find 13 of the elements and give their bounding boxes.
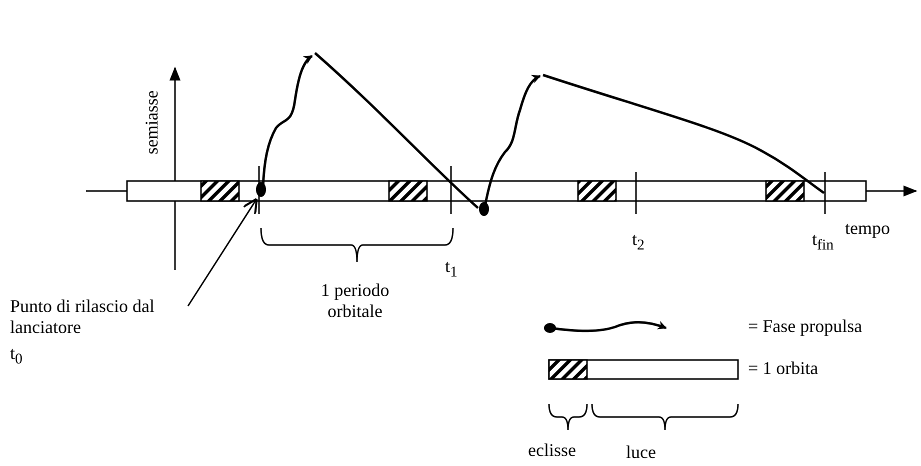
time-label: t$_{1}$ xyxy=(445,256,458,282)
callout-text: Punto di rilascio dal lanciatore xyxy=(10,296,170,338)
axis-label: tempo xyxy=(845,218,890,239)
legend-text: = 1 orbita xyxy=(748,358,818,379)
time-label: t$_{fin}$ xyxy=(812,229,834,255)
light-label: luce xyxy=(626,442,656,463)
period-label: 1 periodo orbitale xyxy=(320,280,390,322)
legend-text: = Fase propulsa xyxy=(748,316,862,337)
eclipse-label: eclisse xyxy=(528,440,576,461)
time-label: t$_{2}$ xyxy=(632,229,645,255)
time-label: t$_{0}$ xyxy=(10,343,23,369)
axis-label: semiasse xyxy=(142,90,162,154)
leader-line xyxy=(187,198,258,306)
